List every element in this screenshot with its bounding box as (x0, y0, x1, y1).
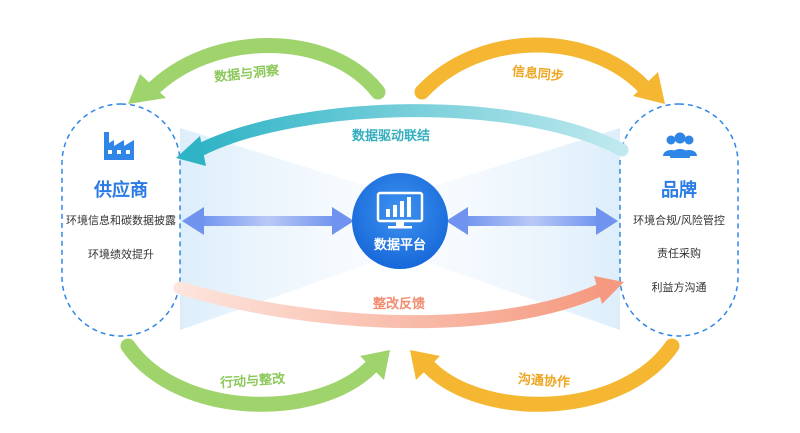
arc-info-sync-arrowhead (633, 72, 665, 104)
double-arrow-left (182, 207, 354, 235)
supplier-item-1: 环境信息和碳数据披露 (66, 214, 176, 227)
monitor-chart-icon (376, 191, 424, 229)
brand-item-3: 利益方沟通 (651, 281, 707, 294)
arc-rectify-feedback (173, 281, 607, 329)
arc-action-rectify (120, 338, 380, 412)
arc-data-insight (142, 38, 386, 100)
label-rectify-feedback: 整改反馈 (373, 297, 426, 312)
brand-title: 品牌 (661, 180, 697, 201)
arc-info-sync (414, 37, 653, 100)
brand-item-1: 环境合规/风险管控 (633, 214, 725, 227)
arc-action-rectify-arrowhead (360, 350, 390, 380)
supplier-node-outline (61, 103, 181, 337)
arc-data-driven (193, 104, 629, 157)
supplier-title: 供应商 (94, 180, 148, 201)
brand-item-2: 责任采购 (657, 247, 701, 260)
beam-left (180, 128, 395, 330)
beam-right (405, 128, 620, 330)
people-icon (663, 132, 697, 158)
brand-node-outline (619, 103, 739, 337)
arc-rectify-feedback-arrowhead (594, 276, 624, 304)
supplier-item-2: 环境绩效提升 (88, 248, 154, 261)
label-communication: 沟通协作 (517, 372, 571, 391)
arc-data-insight-arrowhead (128, 74, 166, 104)
arc-data-driven-arrowhead (176, 136, 206, 166)
arc-communication (420, 338, 680, 412)
label-data-driven: 数据驱动联结 (352, 129, 431, 144)
factory-icon (104, 132, 134, 160)
arc-communication-arrowhead (410, 350, 440, 380)
double-arrow-right (446, 207, 618, 235)
platform-label: 数据平台 (373, 238, 426, 253)
